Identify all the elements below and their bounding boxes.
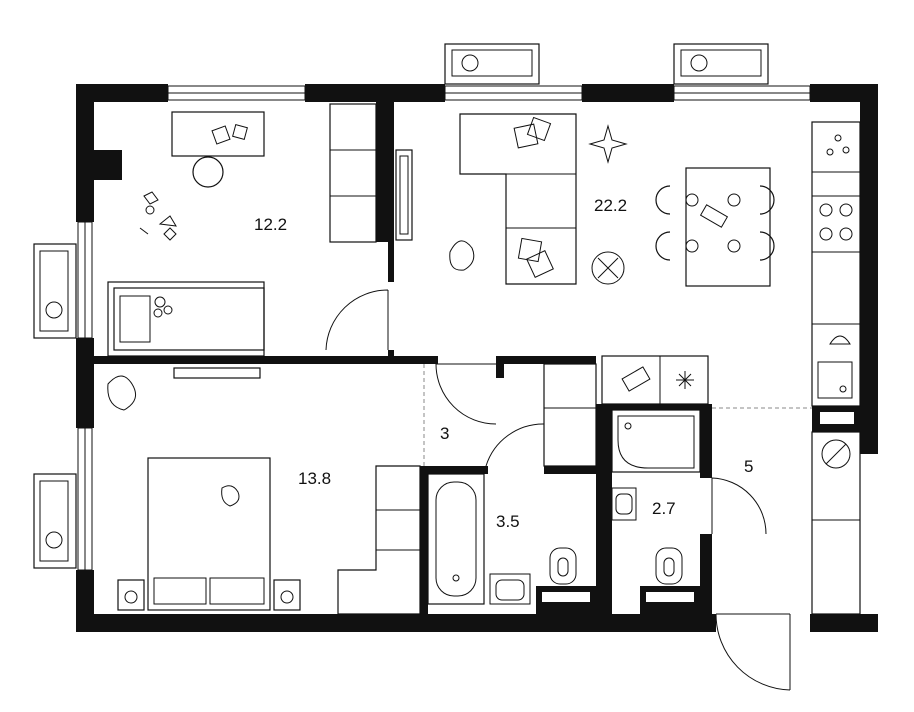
room-area-label: 2.7 (652, 499, 676, 518)
room-area-label: 5 (744, 457, 753, 476)
room-area-label: 3 (440, 424, 449, 443)
shower-fixtures (611, 409, 701, 585)
radiators (33, 43, 769, 569)
wardrobe (543, 355, 709, 467)
area-labels: 12.2 22.2 13.8 3 3.5 2.7 5 (254, 196, 753, 531)
bathroom-fixtures (427, 473, 577, 605)
room-area-label: 22.2 (594, 196, 627, 215)
room-area-label: 3.5 (496, 512, 520, 531)
zone-dividers (423, 364, 812, 466)
interior-walls (94, 102, 860, 614)
room-12-2-furniture (107, 103, 413, 379)
room-area-label: 13.8 (298, 469, 331, 488)
windows (77, 85, 811, 571)
bedroom-furniture (107, 375, 421, 615)
outer-walls (76, 84, 878, 632)
kitchen-column (811, 121, 861, 615)
room-area-label: 12.2 (254, 215, 287, 234)
living-furniture (449, 113, 775, 287)
